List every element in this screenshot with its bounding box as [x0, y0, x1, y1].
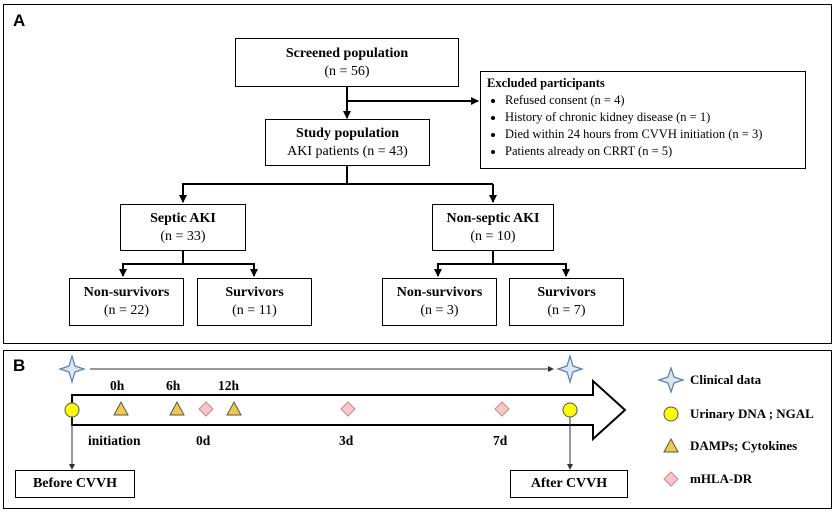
septic-surv-title: Survivors — [225, 285, 284, 300]
study-title: Study population — [295, 126, 400, 141]
time-12h: 12h — [218, 378, 240, 393]
after-cvvh-label: After CVVH — [530, 476, 608, 491]
hla-markers — [198, 401, 510, 417]
legend-damps: DAMPs; Cytokines — [690, 438, 798, 453]
excluded-participants-box: Excluded participants Refused consent (n… — [480, 71, 806, 169]
triangle-icon — [113, 400, 129, 416]
urinary-markers — [64, 402, 578, 418]
septic-count: (n = 33) — [160, 229, 206, 244]
septic-surv-count: (n = 11) — [232, 303, 277, 318]
triangle-icon — [226, 400, 242, 416]
septic-survivors-box: Survivors (n = 11) — [197, 278, 312, 326]
septic-title: Septic AKI — [150, 211, 216, 226]
diamond-icon — [198, 401, 214, 417]
excluded-item: History of chronic kidney disease (n = 1… — [505, 109, 799, 126]
diamond-icon — [494, 401, 510, 417]
circle-icon — [64, 402, 80, 418]
before-cvvh-box: Before CVVH — [15, 470, 135, 498]
nonseptic-nonsurv-title: Non-survivors — [396, 285, 483, 300]
excluded-item: Died within 24 hours from CVVH initiatio… — [505, 126, 799, 143]
legend-hla: mHLA-DR — [690, 471, 753, 486]
nonseptic-survivors-box: Survivors (n = 7) — [509, 278, 624, 326]
damps-markers — [113, 400, 242, 416]
excluded-title: Excluded participants — [487, 76, 605, 90]
time-6h: 6h — [166, 378, 181, 393]
time-0h: 0h — [110, 378, 125, 393]
before-cvvh-label: Before CVVH — [32, 476, 118, 491]
circle-icon — [562, 402, 578, 418]
time-initiation: initiation — [88, 433, 141, 448]
star-icon — [58, 353, 86, 385]
legend-urinary: Urinary DNA ; NGAL — [690, 406, 814, 421]
nonseptic-non-survivors-box: Non-survivors (n = 3) — [382, 278, 497, 326]
nonseptic-surv-title: Survivors — [537, 285, 596, 300]
septic-non-survivors-box: Non-survivors (n = 22) — [69, 278, 184, 326]
legend-icons — [657, 366, 685, 487]
septic-nonsurv-count: (n = 22) — [103, 303, 150, 318]
study-sub: AKI patients (n = 43) — [287, 144, 408, 159]
panel-a-arrows — [119, 86, 570, 277]
legend-star-icon — [657, 366, 685, 394]
legend-diamond-icon — [663, 471, 679, 487]
nonseptic-count: (n = 10) — [470, 229, 516, 244]
time-7d: 7d — [493, 433, 508, 448]
screened-population-box: Screened population (n = 56) — [235, 38, 459, 87]
screened-title: Screened population — [285, 46, 409, 61]
excluded-list: Refused consent (n = 4) History of chron… — [487, 92, 799, 160]
panel-b-letter: B — [13, 356, 26, 375]
non-septic-aki-box: Non-septic AKI (n = 10) — [432, 204, 554, 251]
panel-b — [3, 350, 832, 509]
time-3d: 3d — [339, 433, 354, 448]
legend-clinical: Clinical data — [690, 372, 762, 387]
excluded-item: Refused consent (n = 4) — [505, 92, 799, 109]
triangle-icon — [169, 400, 185, 416]
septic-nonsurv-title: Non-survivors — [83, 285, 170, 300]
study-population-box: Study population AKI patients (n = 43) — [265, 119, 430, 166]
nonseptic-surv-count: (n = 7) — [547, 303, 586, 318]
time-0d: 0d — [196, 433, 211, 448]
screened-count: (n = 56) — [324, 64, 370, 79]
clinical-data-markers — [58, 353, 584, 385]
excluded-item: Patients already on CRRT (n = 5) — [505, 143, 799, 160]
star-icon — [556, 353, 584, 385]
legend-triangle-icon — [663, 437, 679, 453]
legend-circle-icon — [663, 406, 679, 422]
nonseptic-nonsurv-count: (n = 3) — [420, 303, 459, 318]
diamond-icon — [340, 401, 356, 417]
septic-aki-box: Septic AKI (n = 33) — [120, 204, 246, 251]
panel-a-letter: A — [13, 11, 26, 30]
after-cvvh-box: After CVVH — [510, 470, 628, 498]
timeline — [69, 366, 627, 470]
nonseptic-title: Non-septic AKI — [446, 211, 540, 226]
